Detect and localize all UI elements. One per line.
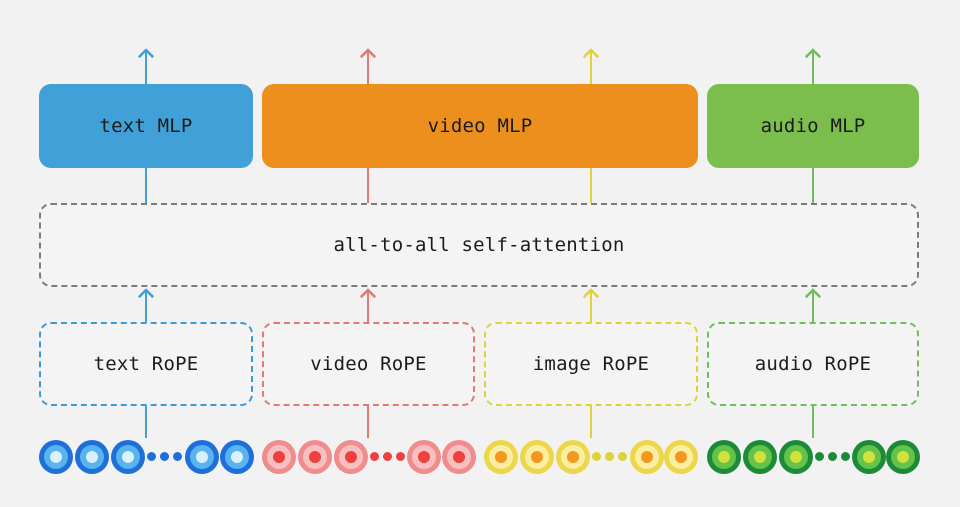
audio-mlp-box: audio MLP xyxy=(707,84,919,168)
text-token xyxy=(185,440,219,474)
audio-rope-box: audio RoPE xyxy=(707,322,919,406)
audio-token xyxy=(886,440,920,474)
video-token-ellipsis xyxy=(370,452,410,462)
audio-token xyxy=(743,440,777,474)
text-mlp-label: text MLP xyxy=(99,115,193,137)
video-token xyxy=(407,440,441,474)
image-rope-box: image RoPE xyxy=(484,322,698,406)
text-rope-label: text RoPE xyxy=(93,353,199,375)
text-mlp-box: text MLP xyxy=(39,84,253,168)
audio-token xyxy=(779,440,813,474)
image-token xyxy=(484,440,518,474)
image-token-ellipsis xyxy=(592,452,632,462)
self-attention-box: all-to-all self-attention xyxy=(39,203,919,287)
text-token xyxy=(220,440,254,474)
image-token xyxy=(520,440,554,474)
video-token xyxy=(262,440,296,474)
video-rope-box: video RoPE xyxy=(262,322,475,406)
image-token xyxy=(556,440,590,474)
text-token xyxy=(39,440,73,474)
text-token xyxy=(111,440,145,474)
audio-token xyxy=(707,440,741,474)
image-rope-label: image RoPE xyxy=(532,353,650,375)
video-token xyxy=(298,440,332,474)
audio-rope-label: audio RoPE xyxy=(754,353,872,375)
audio-token-ellipsis xyxy=(815,452,855,462)
audio-token xyxy=(852,440,886,474)
video-mlp-label: video MLP xyxy=(427,115,533,137)
text-token-ellipsis xyxy=(147,452,187,462)
video-token xyxy=(442,440,476,474)
video-token xyxy=(334,440,368,474)
video-mlp-box: video MLP xyxy=(262,84,698,168)
self-attention-label: all-to-all self-attention xyxy=(333,234,625,256)
video-rope-label: video RoPE xyxy=(310,353,427,375)
image-token xyxy=(664,440,698,474)
text-rope-box: text RoPE xyxy=(39,322,253,406)
image-token xyxy=(630,440,664,474)
text-token xyxy=(75,440,109,474)
audio-mlp-label: audio MLP xyxy=(760,115,866,137)
